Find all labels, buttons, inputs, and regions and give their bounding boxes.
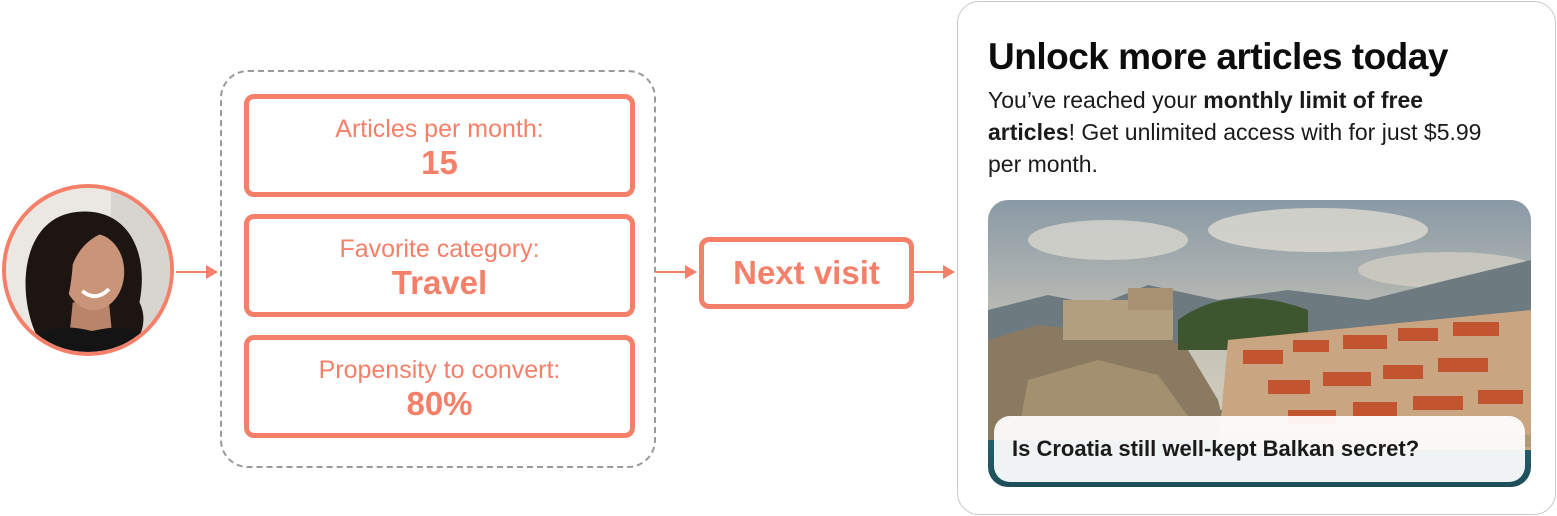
attribute-value: Travel xyxy=(391,264,488,301)
attribute-value: 15 xyxy=(421,144,458,181)
attribute-label: Propensity to convert: xyxy=(318,356,561,384)
paywall-message-suffix: ! Get unlimited access with for just $5.… xyxy=(988,119,1482,177)
next-visit-box: Next visit xyxy=(699,237,914,309)
user-avatar xyxy=(2,184,174,356)
paywall-message-highlight: monthly limit of free articles xyxy=(988,87,1424,145)
paywall-message: You’ve reached your monthly limit of fre… xyxy=(988,84,1508,180)
arrow-right-icon xyxy=(176,265,218,279)
paywall-title: Unlock more articles today xyxy=(988,36,1448,77)
arrow-right-icon xyxy=(914,265,955,279)
attribute-label: Articles per month: xyxy=(335,115,544,143)
user-profile-group xyxy=(220,70,656,468)
attribute-value: 80% xyxy=(406,385,473,422)
attribute-favorite-category: Favorite category: Travel xyxy=(244,214,635,317)
user-photo-icon xyxy=(6,188,170,352)
paywall-message-prefix: You’ve reached your xyxy=(988,87,1204,113)
paywall-card: Unlock more articles today You’ve reache… xyxy=(957,1,1556,515)
attribute-label: Favorite category: xyxy=(339,235,540,263)
attribute-articles-per-month: Articles per month: 15 xyxy=(244,94,635,197)
article-headline[interactable]: Is Croatia still well-kept Balkan secret… xyxy=(994,416,1525,482)
arrow-right-icon xyxy=(656,265,697,279)
attribute-propensity-to-convert: Propensity to convert: 80% xyxy=(244,335,635,438)
